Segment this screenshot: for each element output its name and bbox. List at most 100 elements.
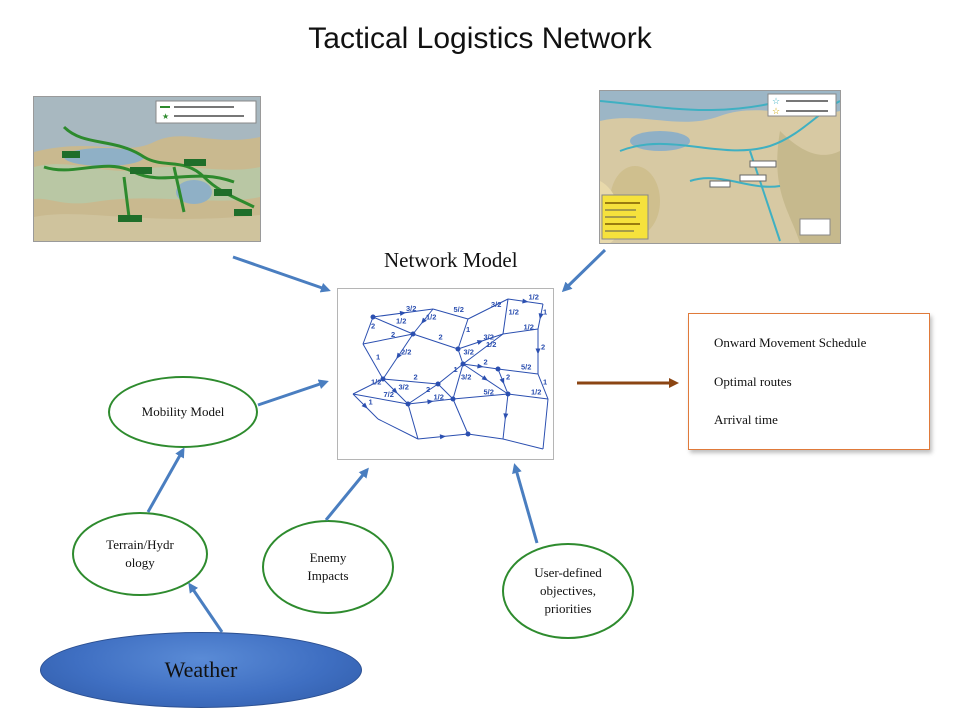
network-node bbox=[405, 401, 411, 407]
mobility-model-label: Mobility Model bbox=[141, 403, 225, 419]
network-edge-arrow bbox=[503, 413, 509, 420]
network-node bbox=[380, 376, 386, 382]
svg-text:☆: ☆ bbox=[772, 96, 780, 106]
network-node bbox=[370, 314, 376, 320]
network-edge-arrow bbox=[535, 348, 541, 355]
network-edge-arrow bbox=[361, 402, 368, 409]
network-edge bbox=[457, 348, 464, 365]
network-edge-label: 1/2 bbox=[434, 393, 444, 402]
network-edge-arrow bbox=[439, 434, 446, 440]
network-edge-arrow bbox=[421, 317, 427, 324]
network-edge bbox=[502, 298, 509, 335]
network-node bbox=[465, 431, 471, 437]
network-edge-label: 1/2 bbox=[371, 378, 381, 387]
network-edge bbox=[537, 373, 549, 400]
enemy-impacts-node: Enemy Impacts bbox=[262, 520, 394, 614]
network-edge bbox=[467, 298, 509, 320]
network-edge bbox=[377, 418, 419, 440]
network-edge bbox=[437, 383, 454, 400]
network-edge-label: 3/2 bbox=[491, 300, 501, 309]
network-edge bbox=[407, 403, 419, 440]
network-edge-arrow bbox=[481, 375, 488, 381]
network-edge bbox=[352, 393, 409, 405]
network-edge bbox=[362, 316, 374, 345]
network-edge-arrow bbox=[522, 298, 529, 304]
svg-text:★: ★ bbox=[162, 112, 169, 121]
network-edge bbox=[382, 378, 439, 385]
network-edge-arrow bbox=[477, 363, 484, 369]
network-edge-label: 2 bbox=[371, 322, 375, 331]
network-edge-label: 2 bbox=[439, 333, 443, 342]
network-node bbox=[455, 346, 461, 352]
network-edge bbox=[362, 343, 384, 380]
network-node bbox=[410, 331, 416, 337]
network-edge-arrow bbox=[427, 399, 434, 405]
network-edge-label: 1 bbox=[376, 353, 380, 362]
network-edge bbox=[432, 308, 469, 320]
network-edge bbox=[437, 363, 464, 385]
network-edge-label: 3/2 bbox=[399, 383, 409, 392]
network-edge bbox=[497, 368, 539, 375]
network-edge bbox=[502, 328, 539, 335]
network-edge bbox=[452, 393, 509, 400]
network-model-label: Network Model bbox=[384, 248, 518, 272]
network-edge bbox=[412, 333, 459, 350]
network-edge-label: 2 bbox=[414, 373, 418, 382]
arrow-left-map-to-network bbox=[232, 255, 331, 293]
map-right-image: ☆ ☆ bbox=[599, 90, 841, 244]
network-edge-label: 2 bbox=[391, 330, 395, 339]
network-edge-arrow bbox=[499, 377, 505, 385]
terrain-hydrology-label: Terrain/Hydr ology bbox=[106, 536, 174, 570]
network-edge-label: 3/2 bbox=[464, 348, 474, 357]
network-edge bbox=[542, 398, 549, 450]
network-edge bbox=[502, 438, 544, 450]
weather-label: Weather bbox=[164, 657, 238, 682]
network-edge bbox=[457, 318, 469, 350]
network-edge-label: 3/2 bbox=[406, 304, 416, 313]
network-edge-label: 1/2 bbox=[529, 293, 539, 302]
network-edge-label: 1/2 bbox=[531, 388, 541, 397]
output-routes-text: Optimal routes bbox=[714, 374, 792, 389]
network-edge-label: 5/2 bbox=[454, 305, 464, 314]
arrow-terrain-to-mobility bbox=[146, 447, 185, 513]
network-node bbox=[505, 391, 511, 397]
arrow-enemy-to-network bbox=[324, 467, 369, 521]
network-edge-label: 1 bbox=[369, 398, 373, 407]
network-edge-label: 1/2 bbox=[426, 313, 436, 322]
output-schedule-text: Onward Movement Schedule bbox=[714, 335, 867, 350]
arrow-weather-to-terrain bbox=[188, 582, 224, 633]
network-edge-arrow bbox=[391, 387, 398, 394]
svg-text:☆: ☆ bbox=[772, 106, 780, 116]
network-edge-label: 2/2 bbox=[401, 348, 411, 357]
network-edge-label: 3/2 bbox=[461, 373, 471, 382]
network-edge-label: 2 bbox=[426, 385, 430, 394]
network-edge-label: 5/2 bbox=[521, 363, 531, 372]
network-node bbox=[460, 361, 466, 367]
mobility-model-node: Mobility Model bbox=[108, 376, 258, 448]
user-objectives-label: User-defined objectives, priorities bbox=[534, 564, 602, 617]
network-edge-arrow bbox=[396, 352, 402, 359]
network-edge bbox=[507, 393, 549, 400]
network-edge-label: 2 bbox=[541, 343, 545, 352]
network-edge-label: 1 bbox=[466, 325, 470, 334]
network-edge-arrow bbox=[476, 340, 484, 345]
network-edge bbox=[372, 316, 414, 335]
weather-node: Weather bbox=[40, 632, 362, 708]
network-edge-label: 3/2 bbox=[484, 333, 494, 342]
network-edge-label: 1/2 bbox=[396, 317, 406, 326]
arrow-right-map-to-network bbox=[561, 248, 607, 293]
network-edge-label: 1/2 bbox=[509, 308, 519, 317]
network-edge-label: 1 bbox=[454, 365, 458, 374]
network-edge-label: 1/2 bbox=[486, 340, 496, 349]
network-edge-label: 1 bbox=[543, 378, 547, 387]
network-node bbox=[450, 396, 456, 402]
network-edge bbox=[462, 333, 504, 365]
network-edge bbox=[352, 378, 384, 395]
network-node bbox=[435, 381, 441, 387]
network-edge-label: 1/2 bbox=[524, 323, 534, 332]
user-objectives-node: User-defined objectives, priorities bbox=[502, 543, 634, 639]
output-box: Onward Movement Schedule Optimal routes … bbox=[688, 313, 930, 450]
arrow-mobility-to-network bbox=[257, 379, 329, 407]
network-edge-arrow bbox=[399, 310, 406, 316]
